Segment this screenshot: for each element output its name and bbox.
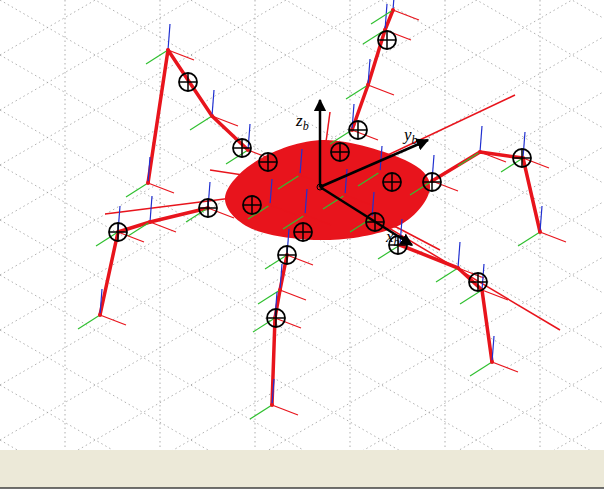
com-marker bbox=[383, 173, 401, 191]
joint-frame bbox=[126, 157, 174, 197]
grid-line bbox=[0, 0, 604, 330]
robot-leg bbox=[400, 245, 492, 362]
grid-line bbox=[0, 36, 604, 385]
body-axis bbox=[319, 100, 322, 187]
axis-label: zb bbox=[296, 112, 309, 129]
com-marker bbox=[199, 199, 217, 217]
joint-frame bbox=[458, 126, 506, 166]
com-marker bbox=[278, 246, 296, 264]
grid-line bbox=[0, 311, 604, 450]
joint-frame bbox=[518, 206, 566, 246]
grid-line bbox=[0, 330, 604, 450]
joint-frame bbox=[460, 264, 508, 304]
joint-frame bbox=[146, 24, 194, 64]
grid-line bbox=[0, 220, 604, 450]
robot-leg bbox=[432, 152, 540, 232]
body-origin bbox=[317, 184, 323, 190]
com-marker bbox=[349, 121, 367, 139]
grid-line bbox=[0, 275, 604, 450]
joint-frame bbox=[470, 336, 518, 376]
com-marker bbox=[259, 153, 277, 171]
grid-line bbox=[0, 0, 604, 110]
robot-leg bbox=[100, 208, 208, 315]
joint-frame bbox=[410, 155, 458, 195]
joint-frame bbox=[253, 292, 301, 332]
grid-line bbox=[0, 385, 604, 450]
joint-frame bbox=[265, 229, 313, 269]
com-marker bbox=[179, 73, 197, 91]
robot-leg bbox=[272, 255, 287, 405]
joint-frame bbox=[78, 289, 126, 329]
grid-line bbox=[0, 0, 604, 349]
com-marker bbox=[423, 173, 441, 191]
grid-line bbox=[0, 0, 604, 275]
grid-line bbox=[0, 0, 604, 129]
joint-frame bbox=[186, 182, 234, 222]
com-marker bbox=[109, 223, 127, 241]
com-marker bbox=[513, 149, 531, 167]
body-axis bbox=[320, 140, 428, 187]
com-marker bbox=[294, 223, 312, 241]
joint-frame bbox=[436, 242, 484, 282]
com-marker bbox=[331, 143, 349, 161]
bar-border bbox=[0, 487, 604, 489]
com-marker bbox=[243, 196, 261, 214]
grid-line bbox=[0, 440, 604, 450]
grid-line bbox=[0, 110, 604, 450]
grid-line bbox=[0, 91, 604, 440]
grid-line bbox=[0, 0, 604, 165]
joint-frame bbox=[226, 124, 274, 164]
grid-line bbox=[0, 0, 604, 184]
joint-frame bbox=[371, 0, 419, 24]
grid-line bbox=[0, 421, 604, 450]
status-bar bbox=[0, 450, 604, 488]
robot-body bbox=[225, 140, 430, 240]
grid-line bbox=[0, 0, 604, 294]
com-marker bbox=[378, 31, 396, 49]
joint-frame bbox=[250, 379, 298, 419]
robot-leg bbox=[352, 10, 393, 130]
axis-label: yb bbox=[404, 126, 418, 143]
joint-frame bbox=[190, 90, 238, 130]
grid-line bbox=[0, 0, 604, 55]
joint-frame bbox=[128, 196, 176, 236]
joint-frame bbox=[258, 264, 306, 304]
joint-frame bbox=[350, 192, 398, 232]
joint-frame bbox=[96, 206, 144, 246]
ground-grid bbox=[0, 0, 604, 450]
grid-line bbox=[65, 0, 66, 450]
joint-frame bbox=[330, 104, 378, 144]
com-marker bbox=[233, 139, 251, 157]
grid-line bbox=[445, 0, 446, 450]
grid-line bbox=[160, 0, 161, 450]
com-marker bbox=[469, 273, 487, 291]
axis-label: xb bbox=[386, 228, 400, 245]
joint-frame bbox=[346, 59, 394, 99]
grid-line bbox=[0, 0, 604, 74]
com-marker bbox=[267, 309, 285, 327]
grid-line bbox=[0, 256, 604, 450]
grid-line bbox=[0, 55, 604, 404]
joint-frame bbox=[501, 132, 549, 172]
grid-line bbox=[0, 366, 604, 450]
robot-leg bbox=[148, 50, 248, 183]
link-line bbox=[320, 187, 560, 330]
